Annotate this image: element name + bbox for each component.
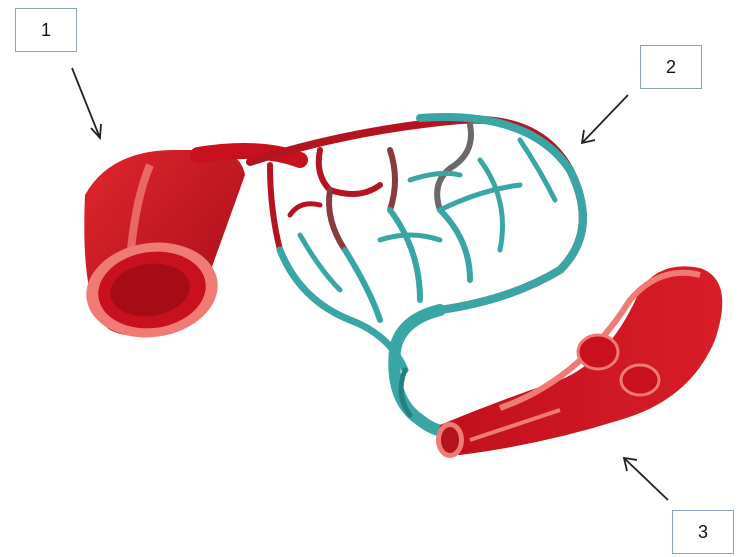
label-3-text: 3 xyxy=(698,522,708,543)
arrow-1 xyxy=(72,68,101,138)
vein xyxy=(436,266,722,458)
arrow-2 xyxy=(582,95,628,143)
label-1-text: 1 xyxy=(41,20,51,41)
label-box-3: 3 xyxy=(672,510,734,554)
artery xyxy=(80,150,300,346)
label-2-text: 2 xyxy=(666,57,676,78)
label-box-2: 2 xyxy=(640,45,702,89)
arrow-3 xyxy=(624,458,668,500)
label-box-1: 1 xyxy=(15,8,77,52)
